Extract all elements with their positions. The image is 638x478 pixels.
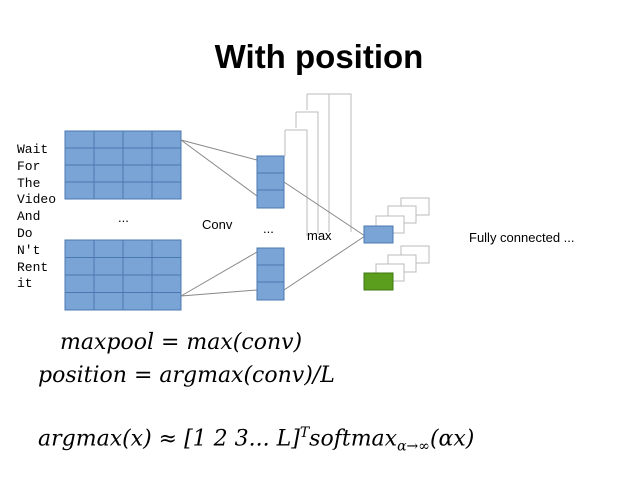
- word-item: it: [17, 276, 33, 292]
- position-formula: position = argmax(conv)/L: [38, 363, 335, 388]
- argmax-rhs: (αx): [429, 426, 475, 452]
- fc-frames: [375, 197, 430, 282]
- page-title: With position: [214, 38, 424, 75]
- input-matrix-bottom: [64, 239, 182, 311]
- word-item: Wait: [17, 142, 49, 157]
- fully-connected-label: Fully connected ...: [469, 230, 575, 245]
- word-item: And: [17, 209, 41, 225]
- word-item: Rent: [17, 259, 49, 275]
- word-item: The: [17, 175, 41, 191]
- pooled-feature-cell: [363, 225, 394, 244]
- max-label: max: [307, 228, 332, 243]
- argmax-lhs: argmax(x) ≈ [1 2 3... L]: [38, 426, 300, 452]
- maxpool-formula: maxpool = max(conv): [60, 330, 303, 355]
- word-item: For: [17, 158, 41, 174]
- word-item: N't: [17, 242, 41, 258]
- conv-column-top: [256, 155, 285, 209]
- argmax-transpose: T: [299, 425, 310, 441]
- input-matrix-top: [64, 130, 182, 200]
- word-item: Do: [17, 225, 33, 241]
- pool-connectors: [283, 181, 366, 291]
- conv-column-bottom: [256, 247, 285, 301]
- conv-connectors: [180, 139, 258, 297]
- input-ellipsis: ...: [118, 210, 129, 225]
- maxpool-frames: [284, 93, 352, 236]
- argmax-formula: argmax(x) ≈ [1 2 3... L]Tsoftmaxα→∞(αx): [38, 425, 474, 455]
- input-word-list: Wait For The Video And Do N't Rent it: [17, 142, 56, 293]
- word-item: Video: [17, 192, 57, 208]
- output-cell: [363, 272, 394, 291]
- conv-label: Conv: [202, 217, 233, 232]
- conv-ellipsis: ...: [263, 221, 274, 236]
- argmax-limit: α→∞: [397, 438, 430, 455]
- argmax-softmax: softmax: [309, 426, 398, 452]
